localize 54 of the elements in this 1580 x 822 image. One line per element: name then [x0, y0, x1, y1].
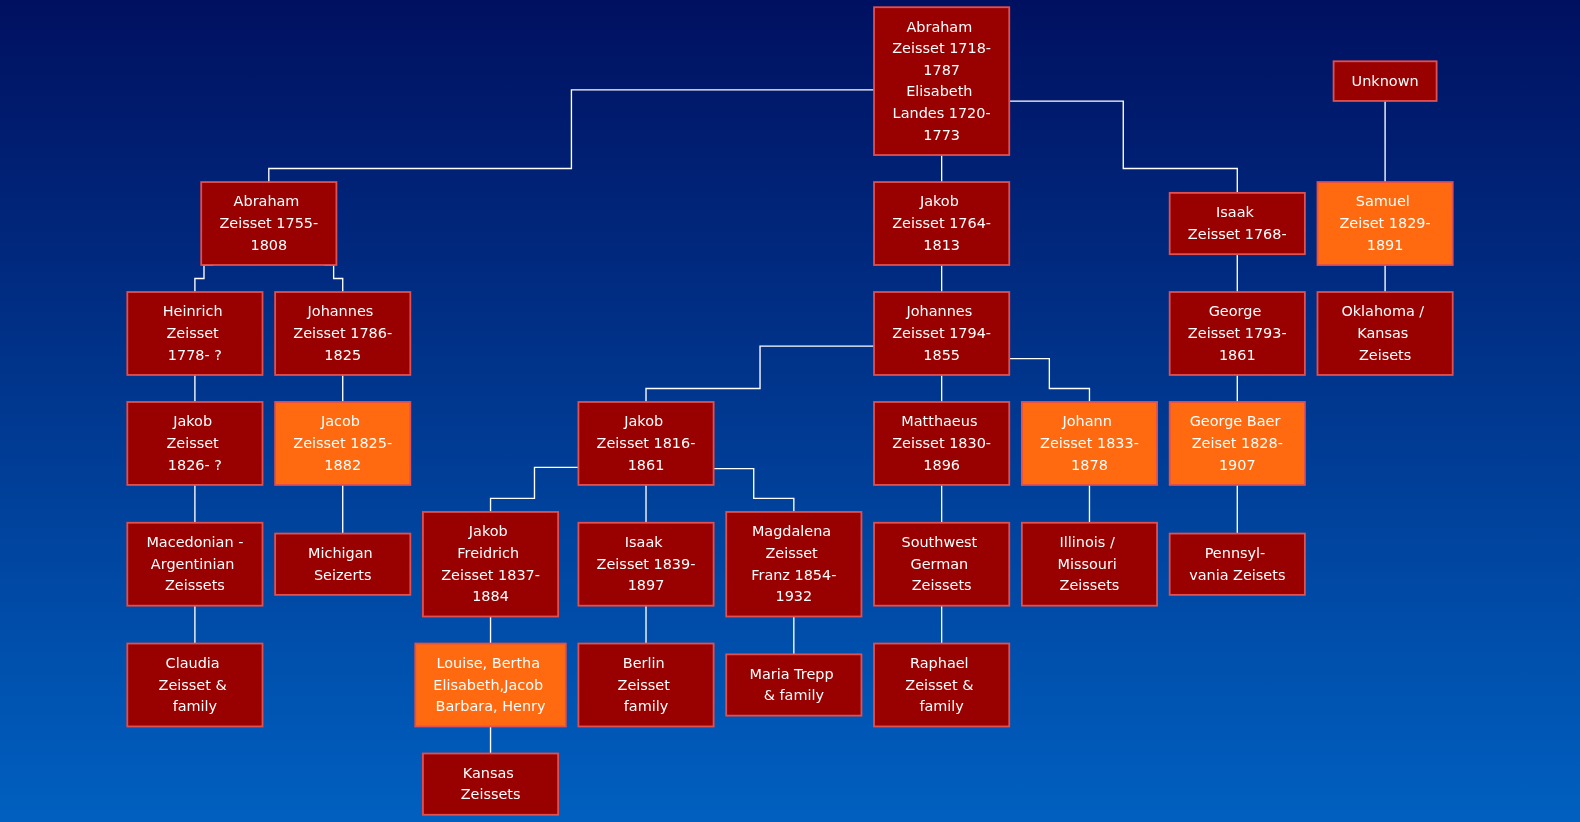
node-box: Johann Zeisset 1833-1878	[1020, 401, 1158, 486]
node-box: Johannes Zeisset 1786-1825	[274, 291, 412, 376]
node-box: Michigan Seizerts	[274, 532, 412, 596]
node-box: Illinois / Missouri Zeissets	[1020, 521, 1158, 607]
node-box: Isaak Zeisset 1768-	[1168, 192, 1306, 256]
connector	[1236, 484, 1238, 535]
connector	[645, 605, 647, 645]
node-box: Isaak Zeisset 1839-1897	[577, 521, 715, 607]
node-box: George Baer Zeiset 1828-1907	[1168, 401, 1306, 486]
node-box: Matthaeus Zeisset 1830-1896	[873, 401, 1011, 486]
node-box: Abraham Zeisset 1718-1787 Elisabeth Landes 1720-1773	[873, 6, 1011, 156]
connector	[194, 605, 196, 645]
node-box: Magdalena Zeisset Franz 1854-1932	[725, 511, 863, 618]
node-box: Heinrich Zeisset 1778- ?	[126, 291, 264, 376]
connector	[940, 264, 943, 293]
connector	[940, 374, 943, 403]
node-box: Raphael Zeisset & family	[873, 642, 1011, 728]
connector	[1384, 100, 1386, 183]
connector	[194, 374, 196, 403]
connector	[1236, 253, 1238, 293]
connector	[268, 89, 875, 183]
connector	[645, 345, 875, 403]
node-box: Jakob Zeisset 1816-1861	[577, 401, 715, 486]
connector	[489, 615, 492, 645]
node-box: Samuel Zeiset 1829-1891	[1316, 181, 1454, 266]
node-box: Johannes Zeisset 1794-1855	[873, 291, 1011, 376]
node-box: Jacob Zeisset 1825-1882	[274, 401, 412, 486]
node-box: Abraham Zeisset 1755-1808	[200, 181, 338, 266]
node-box: Claudia Zeisset & family	[126, 642, 264, 728]
node-box: Macedonian -Argentinian Zeissets	[126, 521, 264, 607]
connector	[194, 484, 196, 524]
connector	[1384, 264, 1386, 293]
node-box: Pennsyl- vania Zeisets	[1168, 532, 1306, 596]
connector	[1088, 484, 1091, 524]
connector	[342, 374, 344, 403]
node-box: George Zeisset 1793-1861	[1168, 291, 1306, 376]
node-box: Louise, Bertha Elisabeth,Jacob Barbara, Henry	[414, 642, 567, 728]
node-box: Jakob Zeisset 1826- ?	[126, 401, 264, 486]
connector	[489, 725, 492, 755]
connector	[1236, 374, 1238, 403]
node-box: Kansas Zeissets	[422, 752, 560, 816]
connector	[940, 154, 943, 183]
connector	[793, 615, 795, 656]
connector	[940, 484, 943, 524]
node-box: Oklahoma / Kansas Zeisets	[1316, 291, 1454, 376]
node-box: Unknown	[1332, 60, 1438, 102]
connector	[645, 484, 647, 524]
node-box: Jakob Freidrich Zeisset 1837-1884	[422, 511, 560, 618]
node-box: Southwest German Zeissets	[873, 521, 1011, 607]
node-box: Jakob Zeisset 1764-1813	[873, 181, 1011, 266]
connector	[342, 484, 344, 535]
connector	[940, 605, 943, 645]
node-box: Maria Trepp & family	[725, 653, 863, 717]
node-box: Berlin Zeisset family	[577, 642, 715, 728]
